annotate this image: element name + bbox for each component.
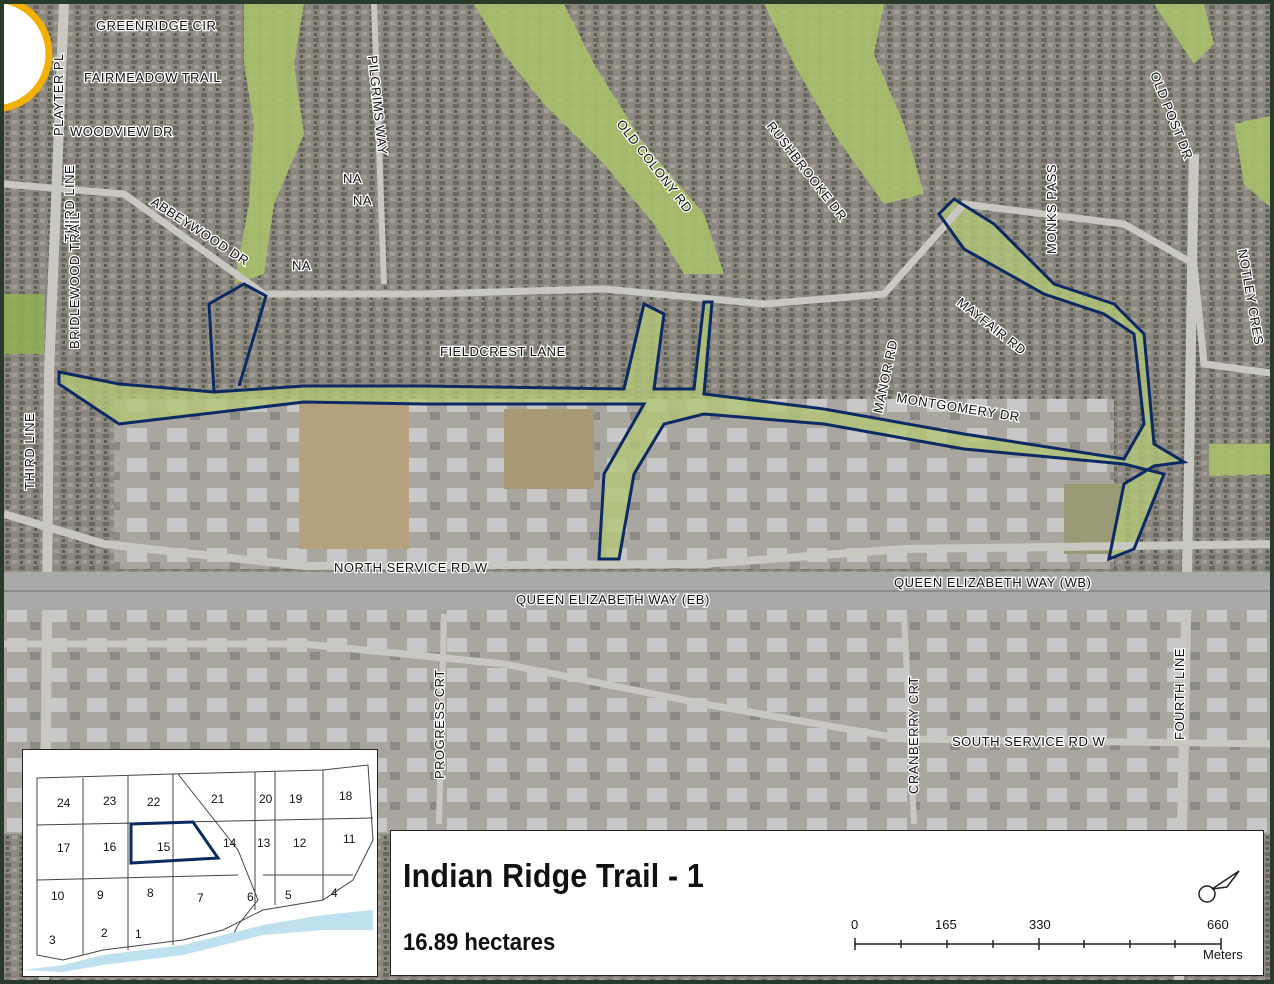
- street-label: CRANBERRY CRT: [906, 676, 921, 794]
- zone-number: 17: [57, 841, 71, 855]
- zone-number: 16: [103, 840, 117, 854]
- corner-badge: [4, 4, 53, 112]
- street-label: PROGRESS CRT: [432, 669, 447, 779]
- street-label: NA: [343, 171, 362, 186]
- inset-highlight-zone: [129, 820, 221, 865]
- trail-boundary-abbeywood: [207, 282, 268, 393]
- scale-label: 660: [1207, 917, 1229, 932]
- zone-number: 23: [103, 794, 117, 808]
- street-label: NA: [292, 258, 311, 273]
- street-label: NORTH SERVICE RD W: [334, 560, 488, 575]
- zone-number: 12: [293, 836, 307, 850]
- scale-bar: 0 165 330 660 Meters: [851, 913, 1251, 963]
- scale-ruler: [854, 938, 1222, 950]
- zone-number: 9: [97, 888, 104, 902]
- trail-corridor: [59, 199, 1184, 559]
- zone-number: 14: [223, 836, 237, 850]
- area-label: 16.89 hectares: [403, 929, 556, 956]
- road-pilgrims-way: [371, 4, 387, 285]
- inset-locator-map: 24 23 22 21 20 19 18 17 16 15 14 13 12 1…: [22, 749, 378, 977]
- zone-number: 3: [49, 933, 56, 947]
- north-arrow-icon: [1198, 870, 1240, 903]
- zone-number: 5: [285, 888, 292, 902]
- zone-number: 11: [343, 832, 356, 846]
- zone-number: 19: [289, 792, 303, 806]
- zone-number: 21: [211, 792, 225, 806]
- road-north-service: [4, 510, 1270, 571]
- greenspace-ravine: [1154, 4, 1214, 64]
- inset-map-grid: [23, 764, 374, 972]
- greenspace-ravine: [1234, 115, 1270, 207]
- street-label: SOUTH SERVICE RD W: [952, 734, 1105, 749]
- zone-number: 24: [57, 796, 71, 810]
- map-title: Indian Ridge Trail - 1: [403, 857, 704, 894]
- open-field: [504, 409, 594, 489]
- street-label: MONKS PASS: [1044, 164, 1059, 254]
- road-upper-middle: [4, 180, 1270, 377]
- street-label: PLAYTER PL: [51, 53, 66, 136]
- zone-number: 10: [51, 889, 65, 903]
- zone-number: 20: [259, 792, 273, 806]
- road-fourth-line: [1174, 153, 1199, 980]
- zone-number: 7: [197, 891, 204, 905]
- zone-number: 6: [247, 890, 254, 904]
- greenspace-ravine: [234, 4, 304, 284]
- scale-unit: Meters: [1203, 947, 1243, 962]
- street-label: QUEEN ELIZABETH WAY (WB): [894, 575, 1091, 590]
- street-label: THIRD LINE: [22, 413, 37, 490]
- zone-number: 8: [147, 886, 154, 900]
- open-field: [299, 399, 409, 549]
- zone-number: 2: [101, 926, 108, 940]
- street-label: FIELDCREST LANE: [440, 344, 566, 359]
- street-label: FOURTH LINE: [1172, 648, 1187, 740]
- street-label: NA: [353, 193, 372, 208]
- zone-number: 22: [147, 795, 161, 809]
- legend-box: Indian Ridge Trail - 1 16.89 hectares 0 …: [390, 830, 1264, 976]
- road-cranberry-crt: [901, 613, 917, 825]
- trail-boundary: [57, 197, 1189, 562]
- scale-label: 165: [935, 917, 957, 932]
- road-south-service: [4, 640, 1270, 748]
- zone-number: 15: [157, 840, 171, 854]
- zone-number: 4: [331, 886, 338, 900]
- street-label: FAIRMEADOW TRAIL: [84, 70, 221, 85]
- street-label: BRIDLEWOOD TRAIL: [67, 212, 82, 349]
- street-label: GREENRIDGE CIR: [96, 18, 216, 33]
- greenspace-ravine: [764, 4, 924, 204]
- road-progress-crt: [436, 613, 447, 825]
- zone-number: 1: [135, 927, 142, 941]
- street-label: THIRD LINE: [62, 165, 77, 242]
- greenspace-ravine: [474, 4, 724, 274]
- street-label: WOODVIEW DR: [70, 124, 173, 139]
- zone-number: 18: [339, 789, 353, 803]
- street-label: QUEEN ELIZABETH WAY (EB): [516, 592, 710, 607]
- greenspace-ravine: [4, 294, 44, 354]
- scale-label: 330: [1029, 917, 1051, 932]
- greenspace-ravine: [1209, 444, 1270, 476]
- scale-label: 0: [851, 917, 859, 932]
- zone-number: 13: [257, 836, 271, 850]
